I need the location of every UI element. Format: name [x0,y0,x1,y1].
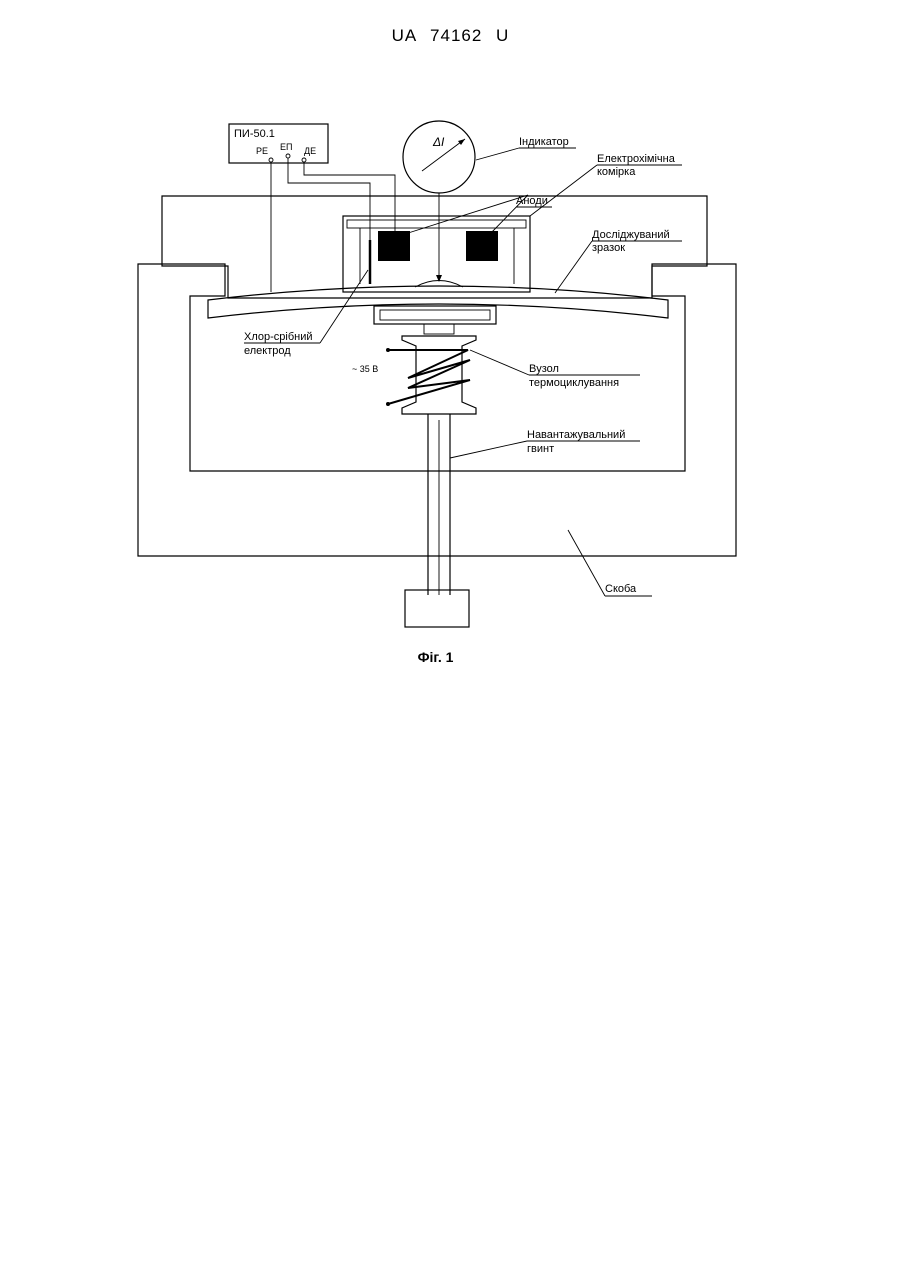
screw-knob [405,590,469,627]
instrument-box: ПИ-50.1 РЕ ЕП ДЕ [229,124,328,163]
bracket-frame [138,264,736,556]
label-electrode-1: Хлор-срібний [244,331,313,343]
indicator-symbol: ΔI [432,135,445,149]
loading-table [374,306,496,334]
terminal-re-dot [269,158,273,162]
terminal-re: РЕ [256,146,268,156]
instrument-model: ПИ-50.1 [234,128,275,140]
sample-plate [208,281,668,319]
terminal-ep: ЕП [280,142,292,152]
label-voltage: ~ 35 В [352,364,378,374]
anode-left [378,231,410,261]
label-thermocycling-1: Вузол [529,363,559,375]
terminal-ep-dot [286,154,290,158]
anode-right [466,231,498,261]
label-screw-2: гвинт [527,443,554,455]
loading-screw [405,414,469,627]
figure-caption: Фіг. 1 [0,649,871,665]
bracket-top-cover [162,196,707,298]
label-bracket: Скоба [605,583,637,595]
label-anodes: Аноди [516,195,548,207]
thermocycling-unit [386,336,476,414]
label-sample-2: зразок [592,242,625,254]
indicator-dial: ΔI [403,121,475,282]
label-sample-1: Досліджуваний [592,229,670,241]
wires [271,158,395,292]
label-electrode-2: електрод [244,345,291,357]
terminal-de: ДЕ [304,146,316,156]
label-thermocycling-2: термоциклування [529,377,619,389]
label-indicator: Індикатор [519,136,569,148]
label-electrochemical-cell-1: Електрохімічна [597,153,676,165]
terminal-de-dot [302,158,306,162]
label-electrochemical-cell-2: комірка [597,166,636,178]
label-screw-1: Навантажувальний [527,429,625,441]
